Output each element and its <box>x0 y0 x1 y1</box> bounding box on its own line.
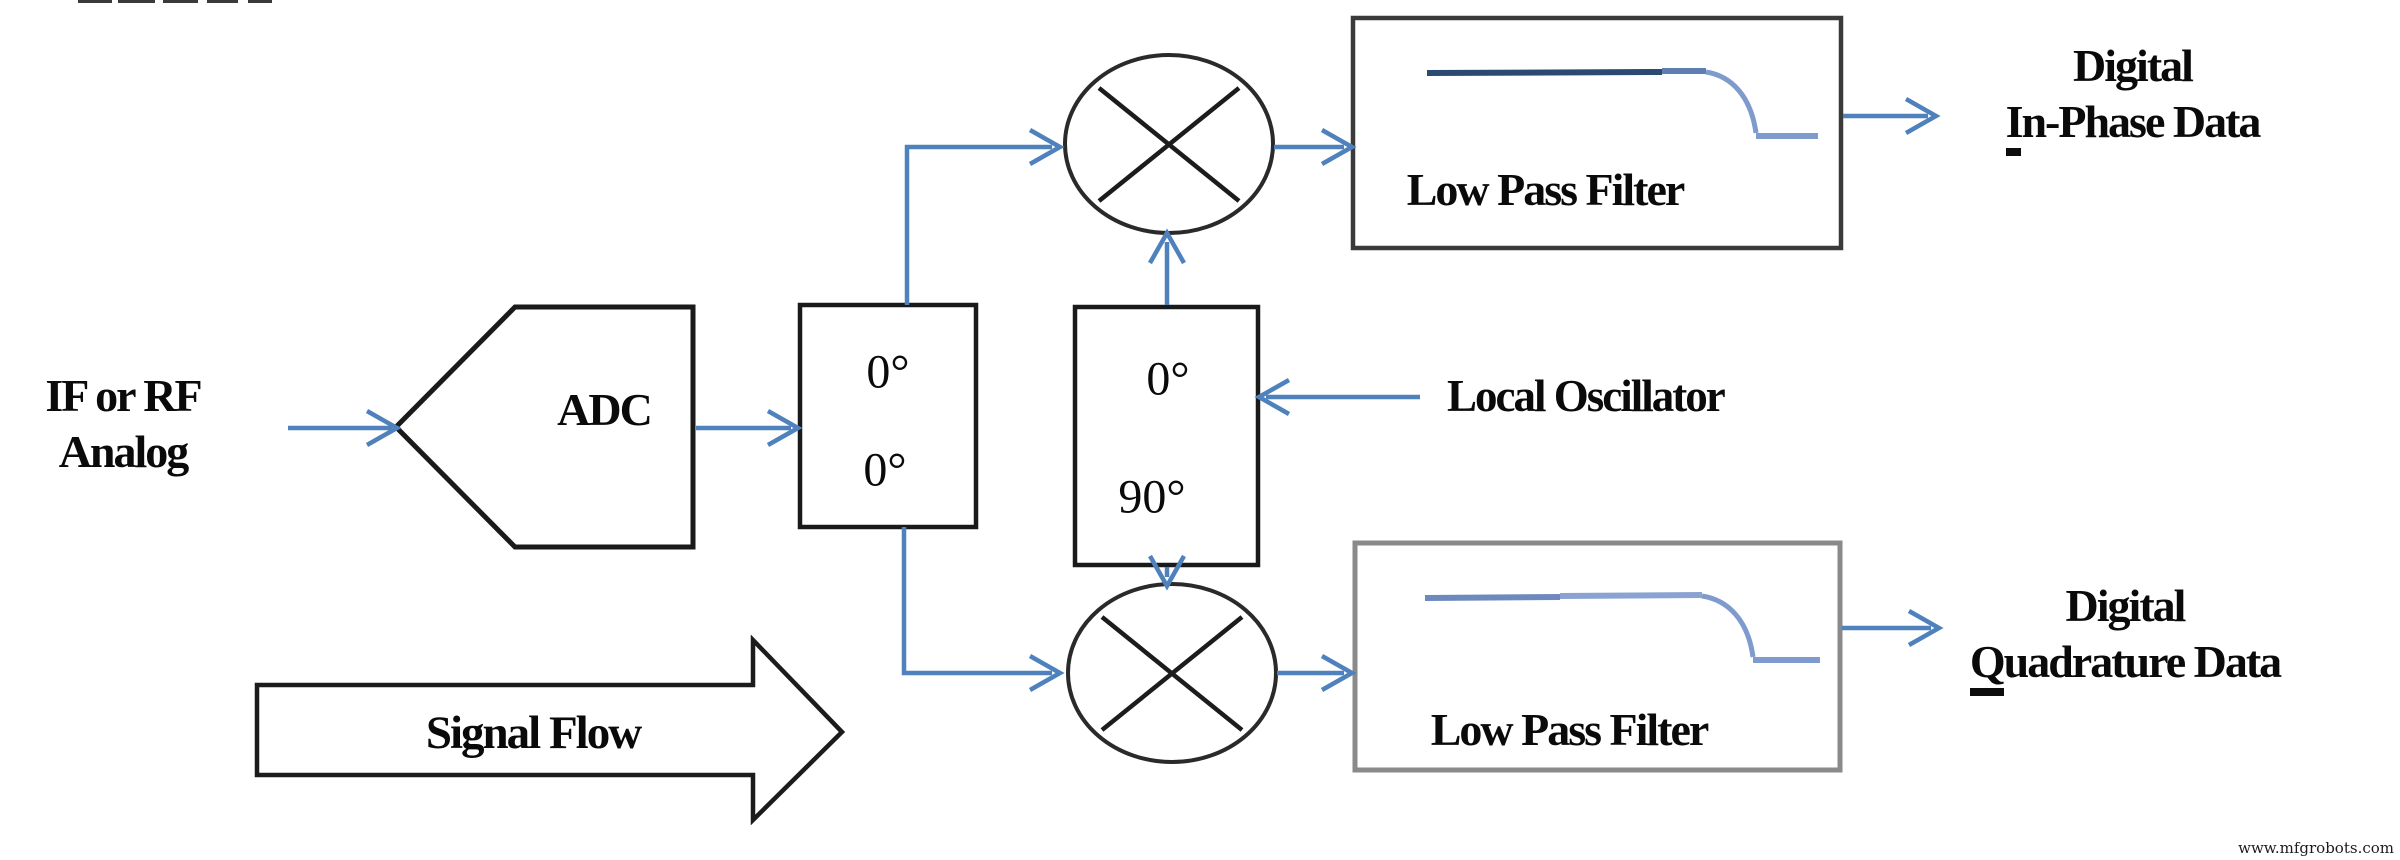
arrow-lpf-to-quadrature-output <box>1842 609 1944 647</box>
phase-splitter-bottom-value: 90° <box>1118 470 1186 524</box>
cropped-text-artifact <box>78 0 112 3</box>
signal-connectors <box>288 97 1944 692</box>
mixer-bottom-cross-icon <box>1100 615 1244 732</box>
lpf-top-response-curve <box>1426 68 1818 139</box>
cropped-text-artifact <box>248 0 272 3</box>
digital-quadrature-output-label: Digital Quadrature Data <box>1960 578 2290 696</box>
quadrature-label-line2-rest: uadrature Data <box>2003 636 2283 687</box>
arrow-phase-to-bottom-mixer <box>1148 554 1186 591</box>
inphase-label-line2-rest: n-Phase Data <box>2021 96 2261 147</box>
cropped-text-artifact <box>207 0 238 3</box>
signal-flow-arrow <box>254 634 846 826</box>
arrow-lo-to-phase-box <box>1254 378 1420 416</box>
inphase-underlined-letter: I <box>2005 96 2023 156</box>
local-oscillator-label: Local Oscillator <box>1447 371 1726 421</box>
path-sampler-to-top-mixer <box>904 128 1065 305</box>
input-signal-label-line2: Analog <box>58 426 190 477</box>
watermark-text: www.mfgrobots.com <box>2238 839 2394 857</box>
cropped-text-artifact <box>163 0 198 3</box>
arrow-lpf-to-inphase-output <box>1843 97 1941 135</box>
arrow-bottom-mixer-to-lpf <box>1277 654 1357 692</box>
inphase-label-line1: Digital <box>2073 40 2194 91</box>
lpf-bottom-response-curve <box>1424 592 1820 663</box>
mixer-top-cross-icon <box>1097 86 1241 203</box>
arrow-input-to-adc <box>288 409 402 447</box>
cropped-text-artifact <box>118 0 155 3</box>
arrow-phase-to-top-mixer <box>1148 228 1186 305</box>
signal-flow-label: Signal Flow <box>425 707 642 759</box>
path-sampler-to-bottom-mixer <box>901 527 1065 692</box>
quadrature-underlined-letter: Q <box>1969 636 2006 696</box>
adc-block <box>392 304 696 550</box>
input-signal-label: IF or RF Analog <box>18 368 228 480</box>
quadrature-label-line2: Quadrature Data <box>1960 634 2290 696</box>
digital-inphase-output-label: Digital In-Phase Data <box>1985 38 2280 156</box>
arrow-top-mixer-to-lpf <box>1274 128 1357 166</box>
sampler-phase-bottom-value: 0° <box>863 443 907 497</box>
inphase-label-line2: In-Phase Data <box>1985 94 2280 156</box>
lpf-bottom-label: Low Pass Filter <box>1430 704 1710 755</box>
lpf-top-label: Low Pass Filter <box>1406 164 1686 215</box>
adc-label: ADC <box>557 384 653 435</box>
arrow-adc-to-sampler <box>696 409 803 447</box>
quadrature-label-line1: Digital <box>2065 580 2187 631</box>
phase-splitter-top-value: 0° <box>1146 352 1190 406</box>
lpf-bottom-box <box>1352 540 1843 773</box>
sampler-box <box>797 302 979 530</box>
sampler-phase-top-value: 0° <box>866 345 910 399</box>
phase-splitter-box <box>1072 304 1261 568</box>
input-signal-label-line1: IF or RF <box>45 370 202 421</box>
